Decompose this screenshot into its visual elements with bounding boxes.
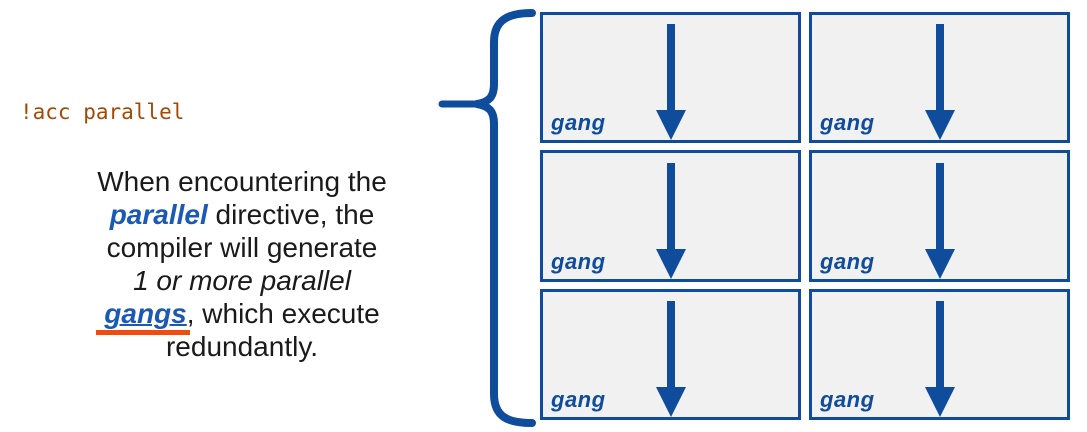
gang-label: gang bbox=[820, 110, 875, 136]
description-line5-rest: , which execute bbox=[186, 298, 380, 329]
description-line1: When encountering the bbox=[97, 166, 387, 197]
description-line3: compiler will generate bbox=[106, 232, 378, 263]
arrow-down-icon bbox=[924, 24, 955, 141]
keyword-gangs: gangs bbox=[96, 298, 190, 335]
acc-parallel-directive-code: !acc parallel bbox=[20, 100, 185, 124]
gang-label: gang bbox=[820, 386, 875, 412]
arrow-down-icon bbox=[924, 300, 955, 417]
gang-box: gang bbox=[809, 288, 1070, 420]
gang-grid: gang gang gang gang bbox=[540, 12, 1070, 420]
arrow-down-icon bbox=[924, 162, 955, 279]
gang-label: gang bbox=[551, 110, 606, 136]
gang-label: gang bbox=[551, 386, 606, 412]
arrow-down-icon bbox=[655, 162, 686, 279]
gang-label: gang bbox=[551, 248, 606, 274]
gang-box: gang bbox=[809, 150, 1070, 282]
gang-box: gang bbox=[540, 12, 801, 144]
keyword-parallel: parallel bbox=[109, 199, 208, 230]
curly-brace-icon bbox=[438, 9, 536, 427]
arrow-down-icon bbox=[655, 24, 686, 141]
gang-box: gang bbox=[809, 12, 1070, 144]
description-paragraph: When encountering the parallel directive… bbox=[22, 165, 462, 363]
description-line6: redundantly. bbox=[165, 331, 319, 362]
gang-box: gang bbox=[540, 150, 801, 282]
arrow-down-icon bbox=[655, 300, 686, 417]
description-line4-italic: 1 or more parallel bbox=[133, 265, 351, 296]
description-line2-rest: directive, the bbox=[207, 199, 375, 230]
gang-box: gang bbox=[540, 288, 801, 420]
gang-label: gang bbox=[820, 248, 875, 274]
